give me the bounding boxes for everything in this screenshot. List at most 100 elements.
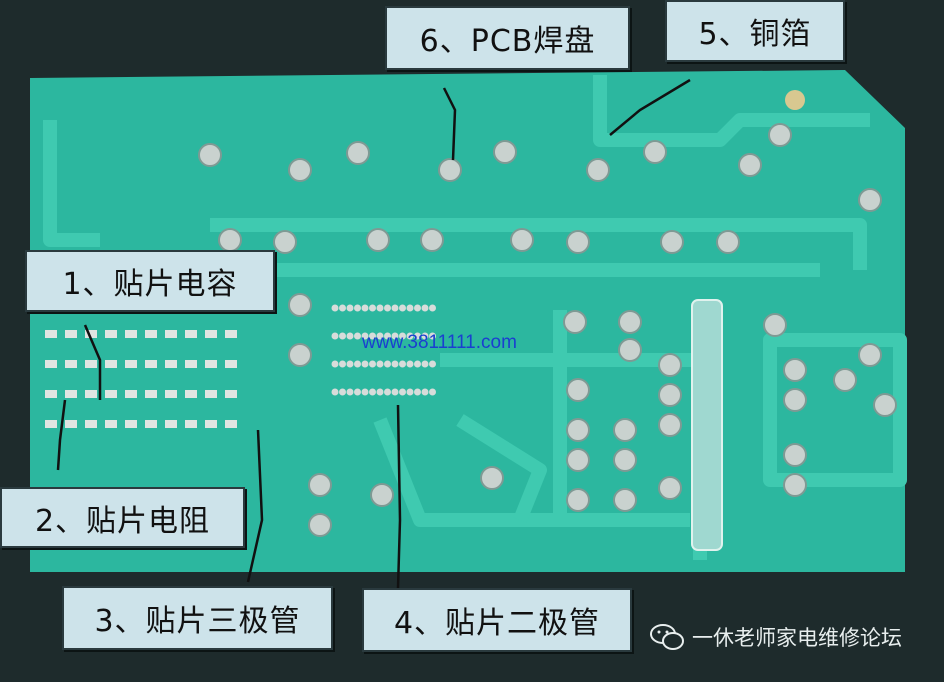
smd-pad xyxy=(429,332,436,340)
solder-pad xyxy=(288,158,312,182)
solder-pad xyxy=(510,228,534,252)
forum-name: 一休老师家电维修论坛 xyxy=(692,626,902,650)
solder-pad xyxy=(833,368,857,392)
label-copper-foil: 5、铜箔 xyxy=(665,0,845,62)
smd-component xyxy=(45,330,57,338)
solder-pad xyxy=(308,513,332,537)
smd-pad xyxy=(331,304,339,312)
smd-component xyxy=(165,360,177,368)
smd-component xyxy=(205,330,217,338)
smd-pad xyxy=(361,332,369,340)
smd-pad xyxy=(421,332,429,340)
solder-pad xyxy=(566,378,590,402)
smd-component xyxy=(185,390,197,398)
smd-pad xyxy=(406,304,414,312)
smd-component xyxy=(45,420,57,428)
solder-pad xyxy=(783,473,807,497)
smd-pad xyxy=(384,360,391,368)
solder-pad xyxy=(480,466,504,490)
smd-component xyxy=(165,390,177,398)
solder-pad xyxy=(288,293,312,317)
smd-pad xyxy=(339,360,346,368)
solder-pad xyxy=(438,158,462,182)
jumper-wire xyxy=(691,299,723,551)
solder-pad xyxy=(658,413,682,437)
smd-component xyxy=(85,360,97,368)
smd-pad xyxy=(376,360,384,368)
smd-pad xyxy=(376,332,384,340)
solder-pad xyxy=(643,140,667,164)
smd-pad xyxy=(391,304,399,312)
smd-pad xyxy=(354,332,361,340)
smd-pad xyxy=(369,388,376,396)
smd-pad xyxy=(421,388,429,396)
smd-component xyxy=(85,420,97,428)
smd-component xyxy=(225,360,237,368)
smd-pad xyxy=(369,360,376,368)
smd-pad xyxy=(414,332,421,340)
smd-pad xyxy=(331,388,339,396)
smd-pad xyxy=(429,304,436,312)
smd-component xyxy=(185,420,197,428)
solder-pad xyxy=(493,140,517,164)
smd-pad xyxy=(339,304,346,312)
solder-pad xyxy=(783,388,807,412)
solder-pad xyxy=(873,393,897,417)
smd-pad xyxy=(391,360,399,368)
smd-pad xyxy=(406,332,414,340)
smd-component xyxy=(165,330,177,338)
solder-pad xyxy=(763,313,787,337)
smd-pad xyxy=(346,304,354,312)
smd-pad xyxy=(391,332,399,340)
solder-pad xyxy=(618,310,642,334)
smd-pad xyxy=(399,332,406,340)
smd-pad xyxy=(331,332,339,340)
smd-pad xyxy=(399,304,406,312)
smd-pad xyxy=(354,304,361,312)
solder-pad xyxy=(566,488,590,512)
smd-component xyxy=(65,390,77,398)
forum-credit: 一休老师家电维修论坛 xyxy=(650,622,902,652)
label-smd-resistor: 2、贴片电阻 xyxy=(0,487,245,548)
smd-pad xyxy=(346,388,354,396)
smd-pad xyxy=(346,360,354,368)
solder-pad xyxy=(218,228,242,252)
solder-pad xyxy=(586,158,610,182)
pcb-board xyxy=(30,70,905,572)
smd-component xyxy=(145,330,157,338)
smd-pad xyxy=(376,304,384,312)
mounting-hole xyxy=(785,90,805,110)
smd-component xyxy=(65,420,77,428)
smd-pad xyxy=(384,332,391,340)
smd-pad xyxy=(384,304,391,312)
smd-component xyxy=(145,390,157,398)
solder-pad xyxy=(563,310,587,334)
label-pcb-pad: 6、PCB焊盘 xyxy=(385,6,630,70)
smd-pad xyxy=(406,360,414,368)
smd-pad xyxy=(376,388,384,396)
smd-pad xyxy=(354,360,361,368)
smd-component xyxy=(65,360,77,368)
smd-pad xyxy=(429,360,436,368)
smd-component xyxy=(45,360,57,368)
smd-component xyxy=(165,420,177,428)
smd-component xyxy=(145,420,157,428)
smd-component xyxy=(85,390,97,398)
smd-pad xyxy=(414,304,421,312)
solder-pad xyxy=(613,488,637,512)
smd-pad xyxy=(406,388,414,396)
solder-pad xyxy=(783,443,807,467)
smd-pad xyxy=(429,388,436,396)
smd-pad xyxy=(369,332,376,340)
solder-pad xyxy=(658,353,682,377)
smd-component xyxy=(205,360,217,368)
solder-pad xyxy=(658,476,682,500)
smd-component xyxy=(145,360,157,368)
label-smd-capacitor: 1、贴片电容 xyxy=(25,250,275,312)
smd-component xyxy=(205,420,217,428)
solder-pad xyxy=(716,230,740,254)
smd-pad xyxy=(339,332,346,340)
solder-pad xyxy=(613,448,637,472)
smd-component xyxy=(105,330,117,338)
